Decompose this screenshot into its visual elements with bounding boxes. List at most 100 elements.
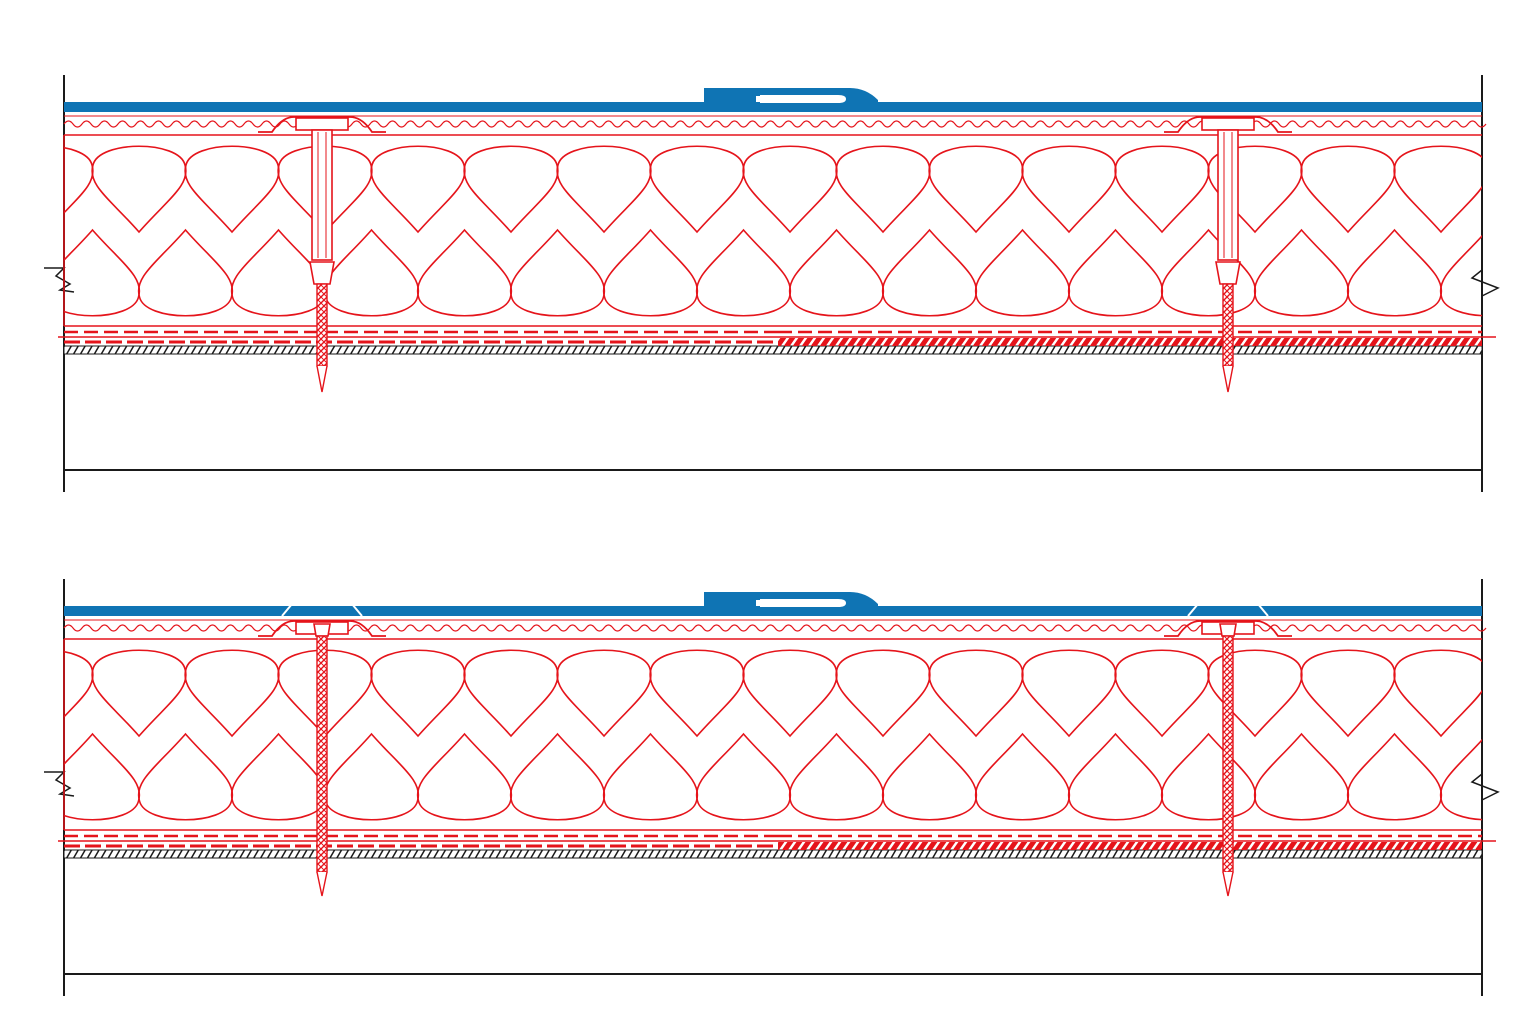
break-mark-right [1470, 773, 1500, 801]
fastener-2 [1164, 603, 1292, 897]
insulation-loop-upper [184, 649, 280, 738]
insulation-loop-lower [695, 228, 792, 317]
screw-tip [316, 871, 328, 897]
insulation-loop-upper [184, 145, 280, 234]
membrane-seam-gap [760, 599, 846, 607]
insulation-loop-lower [881, 732, 978, 821]
roof-section-top [0, 75, 1536, 492]
insulation-loop-lower [416, 228, 513, 317]
insulation-loop-upper [463, 145, 559, 234]
insulation-loop-lower [1439, 234, 1482, 317]
insulation-loop-upper [835, 649, 931, 738]
roof-membrane [64, 102, 1482, 112]
insulation-loop-upper [370, 649, 466, 738]
hatched-layer [778, 842, 1482, 850]
insulation-loop-lower [64, 732, 141, 821]
fastener-1 [258, 603, 386, 897]
fastener-plate [258, 116, 386, 133]
insulation-loop-upper [1021, 649, 1117, 738]
fastener-plate [258, 620, 386, 637]
membrane-seam-gap [760, 95, 846, 103]
sleeve-head [1215, 261, 1241, 285]
insulation-loop-upper [835, 145, 931, 234]
screw-tip [1222, 871, 1234, 897]
insulation-loop-lower [323, 228, 420, 317]
insulation-loop-upper [742, 649, 838, 738]
insulation-loop-lower [1253, 228, 1350, 317]
insulation-loops [0, 649, 1536, 821]
insulation-loop-upper [64, 147, 94, 214]
insulation-loop-upper [1300, 649, 1396, 738]
insulation-loop-upper [649, 649, 745, 738]
insulation-loop-lower [788, 732, 885, 821]
insulation-loop-upper [1487, 650, 1536, 736]
insulation-loop-upper [463, 649, 559, 738]
insulation-loop-upper [1114, 649, 1210, 738]
insulation-loops [0, 145, 1536, 317]
break-mark-left [44, 771, 75, 797]
membrane-seam-weld [704, 88, 756, 110]
insulation-loop-lower [974, 732, 1071, 821]
insulation-loop-lower [137, 228, 234, 317]
insulation-loop-lower [974, 228, 1071, 317]
insulation-loop-upper [1300, 145, 1396, 234]
fastener-plate-top [1201, 117, 1255, 131]
insulation-loop-upper [649, 145, 745, 234]
insulation-loop-lower [1067, 732, 1164, 821]
insulation-loop-upper [64, 651, 94, 718]
insulation-loop-lower [416, 732, 513, 821]
screw-shank [316, 635, 328, 873]
screw-tip [316, 365, 328, 393]
insulation-loop-lower [64, 228, 141, 317]
insulation-loop-lower [1346, 732, 1443, 821]
vapour-layer [63, 345, 1483, 355]
hatched-layer [778, 338, 1482, 346]
insulation-loop-lower [1160, 732, 1257, 821]
insulation-loop-lower [323, 732, 420, 821]
insulation-loop-upper [1021, 145, 1117, 234]
insulation-loop-lower [1160, 228, 1257, 317]
screw-shank [316, 283, 328, 367]
fastener-plate-top [295, 117, 349, 131]
insulation-loop-upper [91, 649, 187, 738]
insulation-loop-lower [137, 732, 234, 821]
insulation-loop-lower [881, 228, 978, 317]
fastener-sleeve [311, 129, 333, 261]
insulation-loop-lower [509, 732, 606, 821]
fastener-plate [1164, 620, 1292, 637]
membrane-cover-gap [281, 603, 363, 617]
insulation-loop-upper [1393, 145, 1482, 234]
insulation-loop-lower [230, 732, 327, 821]
insulation-loop-upper [1393, 649, 1482, 738]
insulation-loop-upper [556, 145, 652, 234]
insulation-loop-upper [556, 649, 652, 738]
screw-head [1219, 623, 1237, 637]
insulation-loop-upper [1207, 649, 1303, 738]
insulation-loop-lower [509, 228, 606, 317]
screw-head [313, 623, 331, 637]
insulation-loop-upper [1487, 146, 1536, 232]
screw-tip [1222, 365, 1234, 393]
insulation-loop-lower [0, 734, 46, 820]
fastener-2 [1164, 116, 1292, 393]
insulation-loop-lower [602, 732, 699, 821]
sleeve-head [309, 261, 335, 285]
screw-shank [1222, 635, 1234, 873]
insulation-loop-upper [928, 145, 1024, 234]
roof-section-bottom [0, 579, 1536, 996]
insulation-loop-lower [602, 228, 699, 317]
fastener-1 [258, 116, 386, 393]
insulation-loop-lower [0, 230, 46, 316]
vapour-layer [63, 849, 1483, 859]
insulation-loop-lower [695, 732, 792, 821]
insulation-loop-upper [928, 649, 1024, 738]
insulation-loop-lower [1067, 228, 1164, 317]
membrane-seam-weld [704, 592, 756, 614]
insulation-loop-upper [370, 145, 466, 234]
insulation-loop-lower [1439, 738, 1482, 821]
insulation-loop-upper [91, 145, 187, 234]
insulation-loop-lower [1253, 732, 1350, 821]
insulation-loop-upper [742, 145, 838, 234]
